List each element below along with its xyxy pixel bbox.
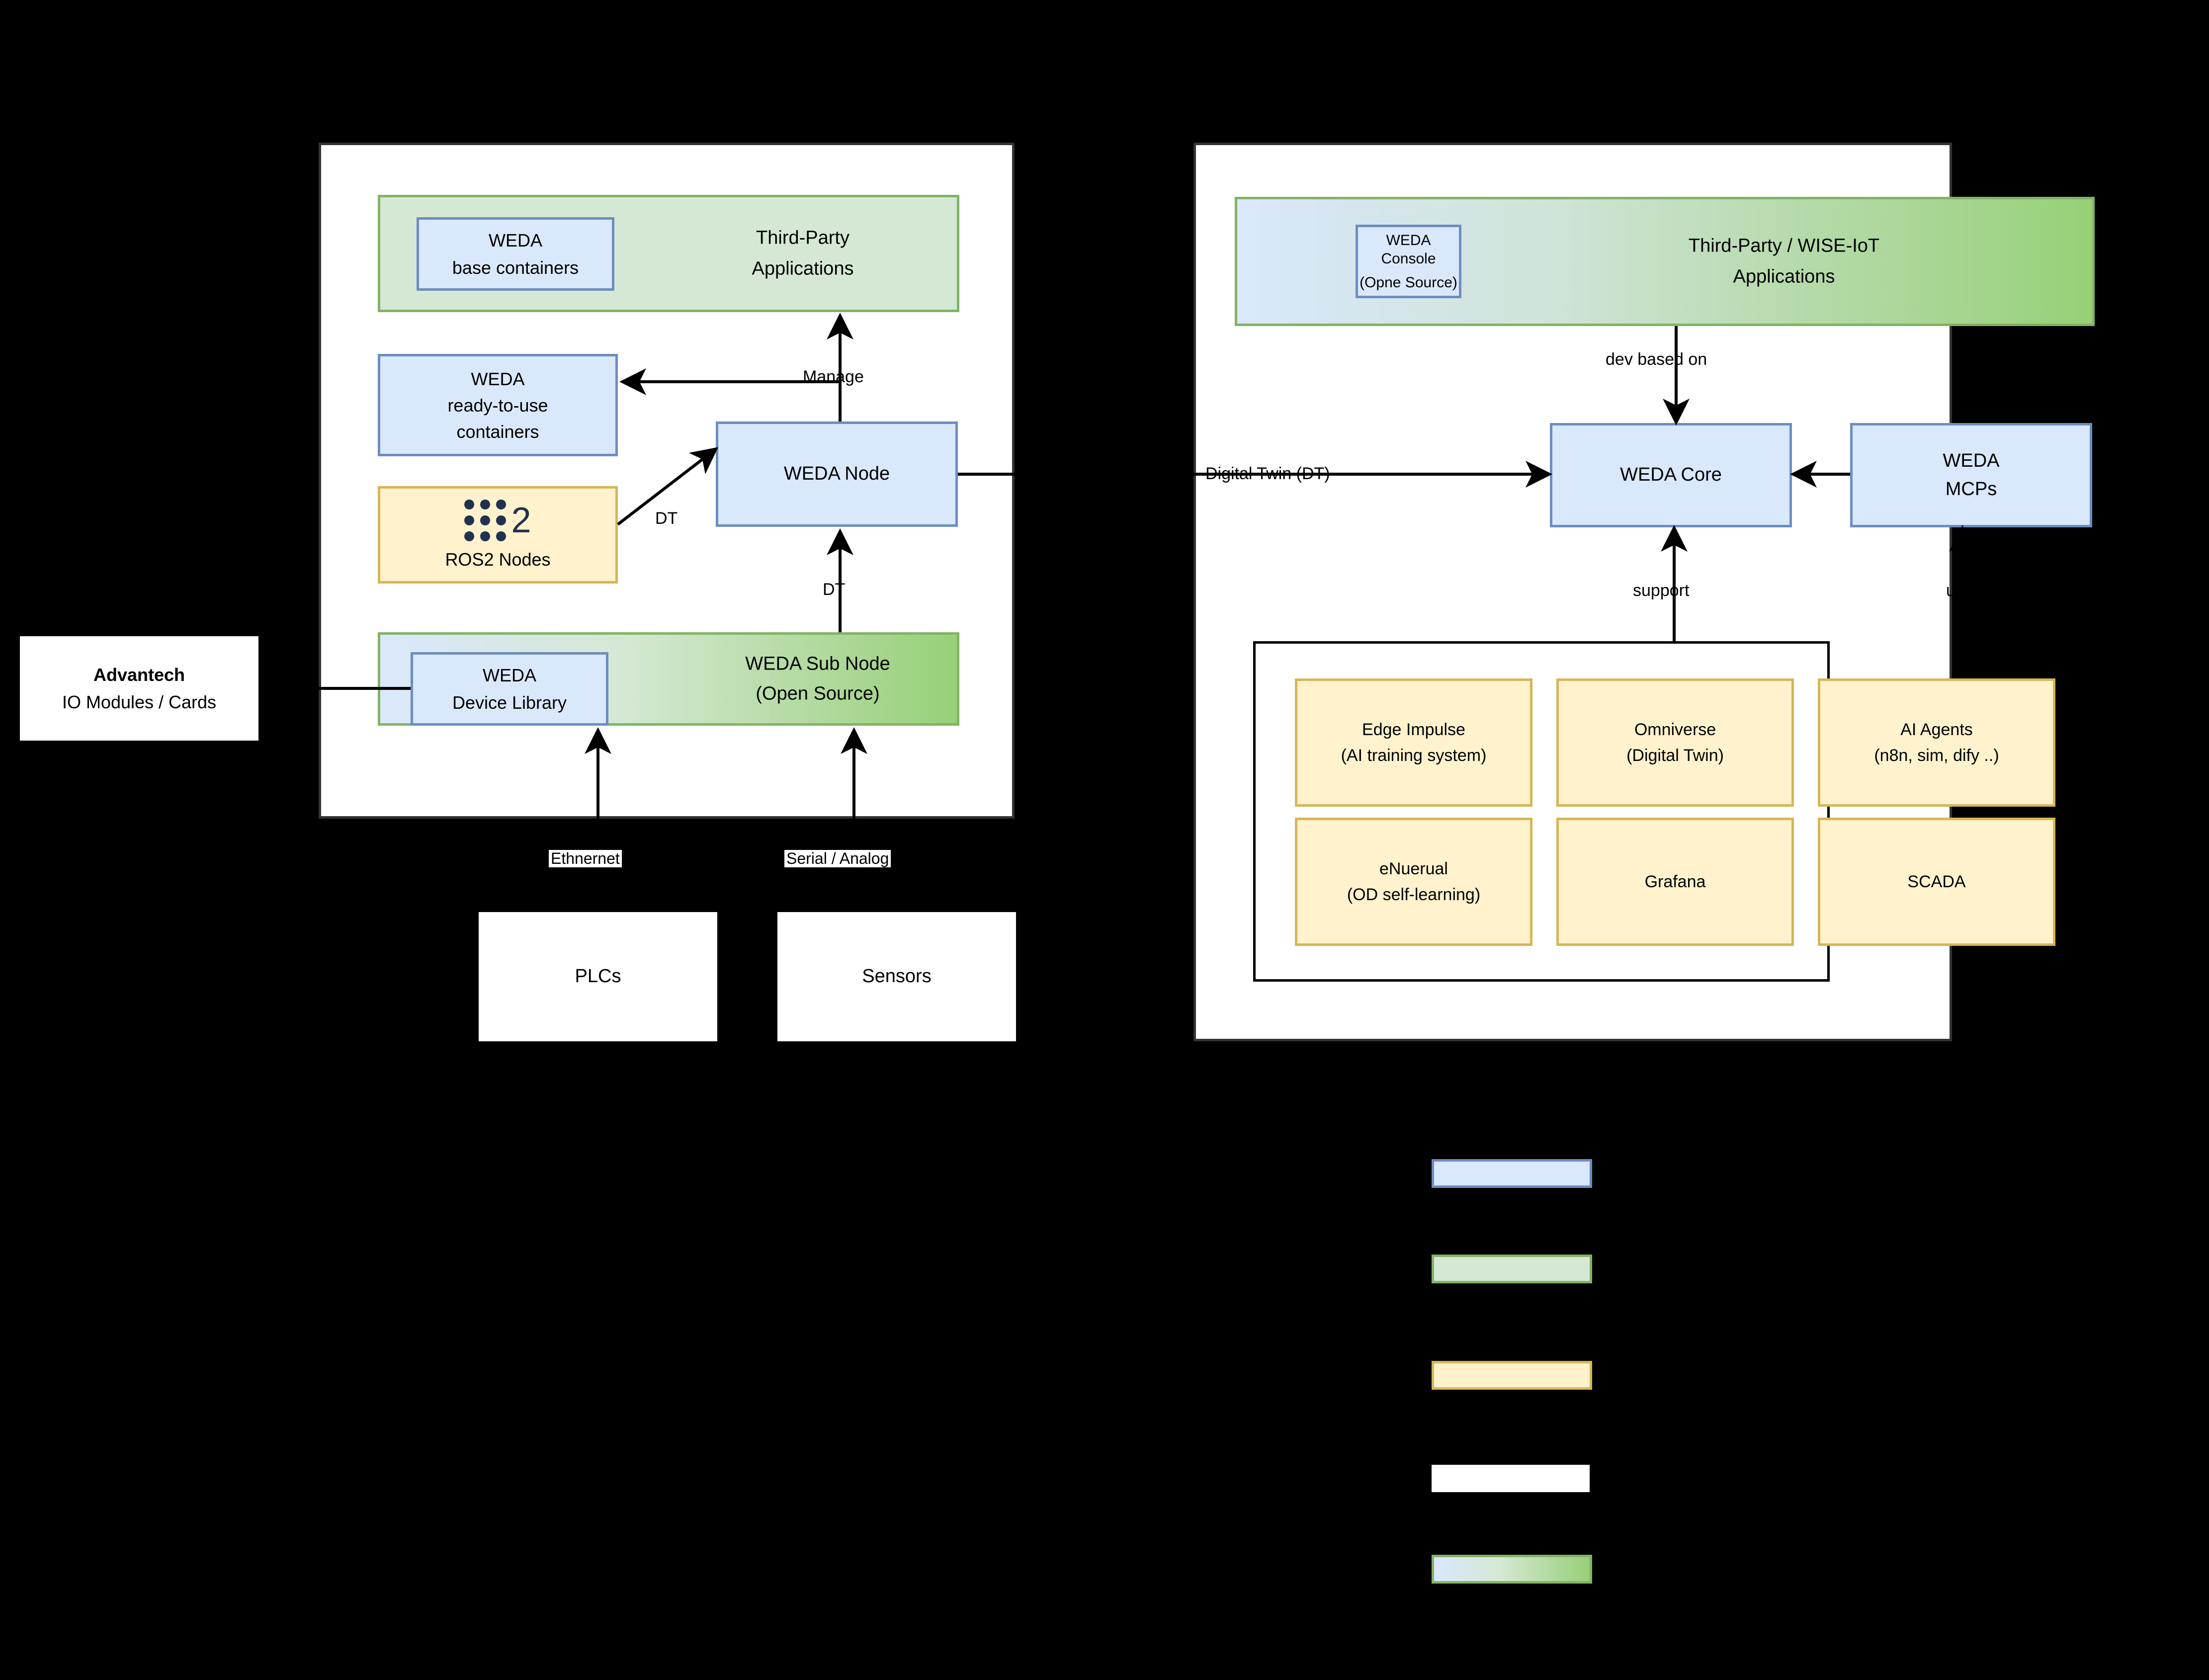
weda-base-containers-line1: WEDA <box>489 230 542 251</box>
third-party-wise-iot-band: Third-Party / WISE-IoT Applications <box>1235 197 2095 326</box>
weda-console-box[interactable]: WEDA Console (Opne Source) <box>1356 225 1461 298</box>
plcs-label: PLCs <box>575 966 621 987</box>
ros2-nodes-label: ROS2 Nodes <box>445 549 551 570</box>
device-library-line2: Device Library <box>452 692 567 713</box>
weda-node-label: WEDA Node <box>783 463 890 485</box>
weda-mcps-line1: WEDA <box>1943 450 2000 471</box>
app-subtitle-0: (AI training system) <box>1341 746 1487 765</box>
app-title-2: AI Agents <box>1900 720 1973 739</box>
app-tile-ai-agents[interactable]: AI Agents (n8n, sim, dify ..) <box>1818 678 2055 807</box>
ready-to-use-line1: WEDA <box>471 368 525 389</box>
edge-label-serial-analog: Serial / Analog <box>784 849 891 868</box>
weda-base-containers-box[interactable]: WEDA base containers <box>417 217 614 291</box>
weda-console-line2: (Opne Source) <box>1359 274 1457 291</box>
weda-node-box[interactable]: WEDA Node <box>716 421 958 527</box>
legend-swatch-white <box>1432 1465 1590 1492</box>
app-tile-edge-impulse[interactable]: Edge Impulse (AI training system) <box>1295 678 1532 807</box>
app-title-1: Omniverse <box>1634 720 1716 739</box>
app-title-5: SCADA <box>1907 872 1966 891</box>
weda-sub-node-line1: WEDA Sub Node <box>745 653 890 674</box>
edge-label-dt-subnode: DT <box>823 580 846 599</box>
weda-core-label: WEDA Core <box>1620 464 1722 486</box>
weda-core-box[interactable]: WEDA Core <box>1550 423 1792 527</box>
weda-base-containers-line2: base containers <box>452 257 579 278</box>
legend-swatch-yellow <box>1432 1361 1592 1390</box>
app-title-0: Edge Impulse <box>1362 720 1465 739</box>
app-tile-enuerual[interactable]: eNuerual (OD self-learning) <box>1295 818 1532 946</box>
advantech-line1: Advantech <box>93 665 185 685</box>
app-tile-grafana[interactable]: Grafana <box>1556 818 1794 946</box>
weda-console-line1: WEDA Console <box>1381 232 1436 267</box>
app-tile-omniverse[interactable]: Omniverse (Digital Twin) <box>1556 678 1794 807</box>
edge-label-support: support <box>1633 581 1690 600</box>
legend-swatch-green <box>1432 1255 1592 1283</box>
edge-label-manage: Manage <box>803 367 864 386</box>
app-subtitle-2: (n8n, sim, dify ..) <box>1874 746 1999 765</box>
app-title-4: Grafana <box>1644 872 1706 891</box>
weda-mcps-line2: MCPs <box>1945 479 1997 500</box>
app-subtitle-1: (Digital Twin) <box>1626 746 1724 765</box>
advantech-io-modules-box[interactable]: Advantech IO Modules / Cards <box>20 636 258 741</box>
app-title-3: eNuerual <box>1379 859 1448 878</box>
third-party-applications-band: Third-Party Applications <box>378 195 959 312</box>
ros2-dots-icon <box>464 499 507 541</box>
wise-iot-line2: Applications <box>1733 266 1835 287</box>
ready-to-use-line2: ready-to-use <box>447 395 548 416</box>
edge-label-use: use <box>1946 581 1973 600</box>
advantech-line2: IO Modules / Cards <box>62 692 217 712</box>
plcs-box[interactable]: PLCs <box>479 912 717 1041</box>
device-library-line1: WEDA <box>483 665 536 685</box>
ros2-logo-icon: 2 <box>464 499 531 541</box>
third-party-applications-line2: Applications <box>752 258 854 279</box>
edge-label-ethernet: Ethnernet <box>549 849 622 868</box>
weda-mcps-box[interactable]: WEDA MCPs <box>1850 423 2092 527</box>
wise-iot-line1: Third-Party / WISE-IoT <box>1688 235 1880 256</box>
edge-label-dt-ros2: DT <box>655 509 678 528</box>
weda-sub-node-line2: (Open Source) <box>756 683 880 704</box>
app-tile-scada[interactable]: SCADA <box>1818 818 2055 946</box>
ros2-version-number: 2 <box>511 500 531 540</box>
ros2-nodes-box[interactable]: 2 ROS2 Nodes <box>378 486 618 584</box>
edge-label-dev-based-on: dev based on <box>1606 350 1707 369</box>
weda-ready-to-use-containers-box[interactable]: WEDA ready-to-use containers <box>378 354 618 456</box>
third-party-applications-line1: Third-Party <box>756 227 850 249</box>
edge-label-digital-twin: Digital Twin (DT) <box>1205 464 1330 483</box>
legend-swatch-blue <box>1432 1159 1592 1188</box>
weda-device-library-box[interactable]: WEDA Device Library <box>411 652 608 726</box>
legend-swatch-gradient <box>1432 1555 1592 1584</box>
sensors-label: Sensors <box>862 966 932 987</box>
ready-to-use-line3: containers <box>456 421 539 442</box>
app-subtitle-3: (OD self-learning) <box>1347 885 1481 904</box>
sensors-box[interactable]: Sensors <box>777 912 1016 1041</box>
